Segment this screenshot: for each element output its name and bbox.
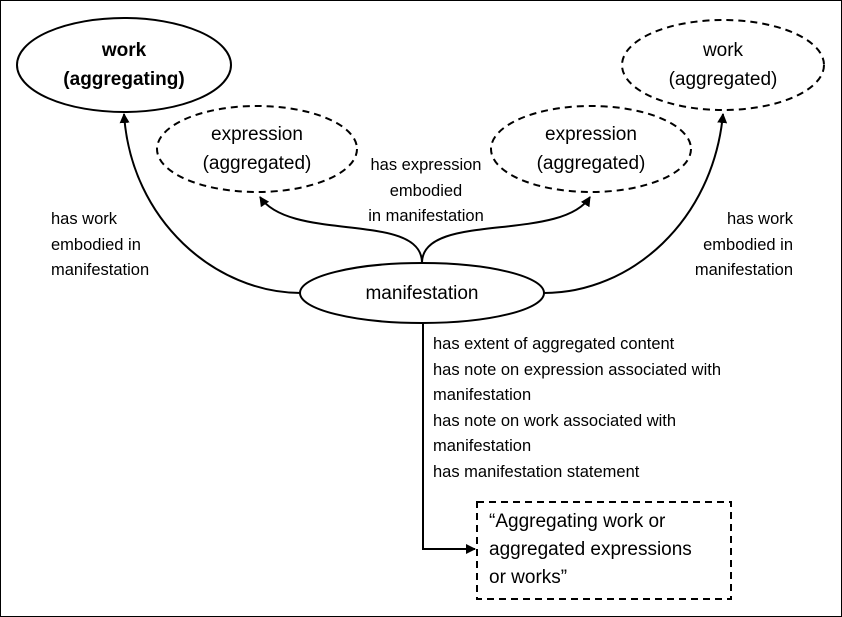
attribute-line: has note on expression associated with [433, 360, 722, 379]
edge-label-left-work: has work embodied in manifestation [51, 207, 149, 284]
node-label-line: work [702, 40, 744, 61]
edge-expression-left [259, 196, 423, 264]
node-work-aggregating: work (aggregating) [34, 36, 214, 94]
expression-right-ellipse [490, 105, 692, 193]
node-label-line: (aggregated) [668, 69, 778, 90]
value-box-frame [476, 501, 732, 600]
edge-label-line: has expression [370, 156, 482, 174]
value-box-line: aggregated expressions [489, 539, 692, 560]
edge-label-line: embodied in [703, 235, 793, 254]
attribute-line: has manifestation statement [433, 462, 640, 481]
value-box-text: “Aggregating work or aggregated expressi… [489, 508, 692, 592]
edge-label-line: has work [726, 210, 793, 228]
edge-manifestation-value [422, 323, 476, 554]
edge-label-expression: has expression embodied in manifestation [346, 153, 506, 230]
edge-label-right-work: has work embodied in manifestation [661, 207, 793, 284]
value-box-line: “Aggregating work or [489, 511, 666, 532]
attribute-line: has extent of aggregated content [433, 335, 675, 353]
edge-label-line: embodied [389, 181, 463, 200]
node-label-line: expression [211, 124, 303, 145]
expression-left-ellipse [156, 105, 358, 193]
node-label-line: (aggregated) [536, 153, 646, 174]
edge-label-attributes: has extent of aggregated content has not… [433, 332, 721, 485]
node-manifestation: manifestation [322, 279, 522, 308]
edge-right-work [543, 113, 728, 294]
node-label-line: (aggregated) [202, 153, 312, 174]
work-aggregating-ellipse [16, 17, 232, 113]
edge-expression-right [421, 196, 591, 264]
attribute-line: manifestation [433, 386, 532, 404]
node-expression-left: expression (aggregated) [167, 120, 347, 178]
node-expression-right: expression (aggregated) [501, 120, 681, 178]
attribute-line: has note on work associated with [433, 411, 677, 430]
value-box-line: or works” [489, 567, 568, 588]
attribute-line: manifestation [433, 437, 532, 455]
node-label-line: work [101, 40, 147, 61]
node-label-line: (aggregating) [63, 69, 185, 90]
node-label-line: manifestation [365, 283, 479, 304]
work-aggregated-ellipse [621, 19, 825, 111]
edge-label-line: manifestation [51, 261, 150, 279]
edge-label-line: has work [51, 210, 118, 228]
node-label-line: expression [545, 124, 637, 145]
edge-label-line: manifestation [694, 261, 793, 279]
edge-left-work [119, 113, 302, 294]
edge-label-line: in manifestation [368, 207, 484, 225]
node-work-aggregated: work (aggregated) [633, 36, 813, 94]
edge-label-line: embodied in [51, 235, 141, 254]
